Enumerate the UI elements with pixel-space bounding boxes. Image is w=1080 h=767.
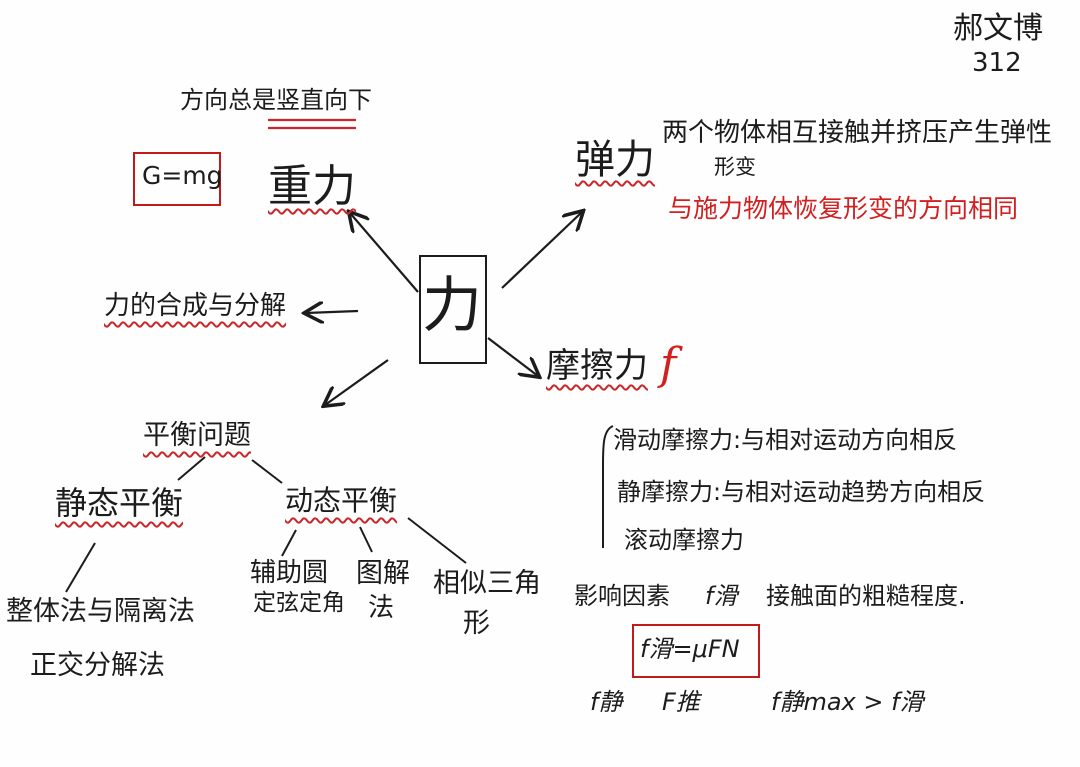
elastic-line1: 两个物体相互接触并挤压产生弹性 — [662, 118, 1053, 148]
friction-factors-label: 影响因素 — [574, 582, 670, 610]
arrow-to-equilibrium — [325, 359, 389, 405]
friction-type-rolling: 滚动摩擦力 — [624, 526, 744, 554]
static-equilibrium-title: 静态平衡 — [55, 484, 184, 522]
gravity-direction: 方向总是竖直向下 — [180, 86, 372, 114]
friction-formula-box — [632, 624, 760, 678]
arrow-to-composition — [306, 311, 359, 313]
static-method-2: 正交分解法 — [30, 650, 165, 681]
friction-formula: f滑=μFN — [640, 635, 740, 663]
gravity-formula: G=mg — [142, 161, 223, 190]
gravity-title: 重力 — [268, 161, 356, 212]
arrow-to-gravity — [350, 213, 419, 293]
dynamic-equilibrium-title: 动态平衡 — [285, 484, 398, 517]
dynamic-method-3-line1: 相似三角 — [433, 568, 541, 599]
line-to-method-2 — [359, 526, 373, 553]
direction-underline — [268, 118, 356, 130]
author-name: 郝文博 — [953, 11, 1043, 46]
arrow-to-friction — [487, 337, 538, 376]
friction-push-label: F推 — [662, 688, 700, 716]
dynamic-method-1-line2: 定弦定角 — [253, 590, 345, 616]
gravity-formula-box — [133, 152, 221, 206]
dynamic-method-2-line2: 法 — [368, 593, 395, 623]
friction-type-sliding: 滑动摩擦力:与相对运动方向相反 — [613, 426, 958, 454]
friction-comparison: f静max > f滑 — [771, 688, 924, 716]
dynamic-method-3-line2: 形 — [463, 608, 490, 639]
friction-title: 摩擦力 — [546, 346, 648, 386]
friction-static-label: f静 — [590, 688, 623, 716]
line-to-static-methods — [65, 542, 96, 593]
composition-title: 力的合成与分解 — [104, 291, 287, 321]
line-to-dynamic — [251, 459, 283, 484]
static-method-1: 整体法与隔离法 — [6, 596, 195, 627]
elastic-title: 弹力 — [575, 137, 655, 183]
elastic-line2: 形变 — [714, 155, 756, 179]
elastic-direction: 与施力物体恢复形变的方向相同 — [668, 194, 1019, 223]
friction-symbol: f — [660, 339, 677, 390]
equilibrium-title: 平衡问题 — [143, 420, 251, 451]
friction-factors-symbol: f滑 — [705, 582, 738, 610]
line-to-static — [177, 456, 206, 481]
author-number: 312 — [972, 48, 1022, 78]
line-to-method-1 — [281, 529, 297, 557]
center-box — [419, 255, 487, 364]
center-label: 力 — [422, 271, 482, 341]
line-to-method-3 — [407, 517, 467, 564]
friction-bracket — [602, 425, 614, 548]
dynamic-method-1-line1: 辅助圆 — [250, 558, 329, 588]
dynamic-method-2-line1: 图解 — [356, 558, 410, 589]
friction-type-static: 静摩擦力:与相对运动趋势方向相反 — [617, 478, 986, 506]
friction-factors-text: 接触面的粗糙程度. — [766, 582, 966, 610]
arrow-to-elastic — [501, 212, 582, 289]
